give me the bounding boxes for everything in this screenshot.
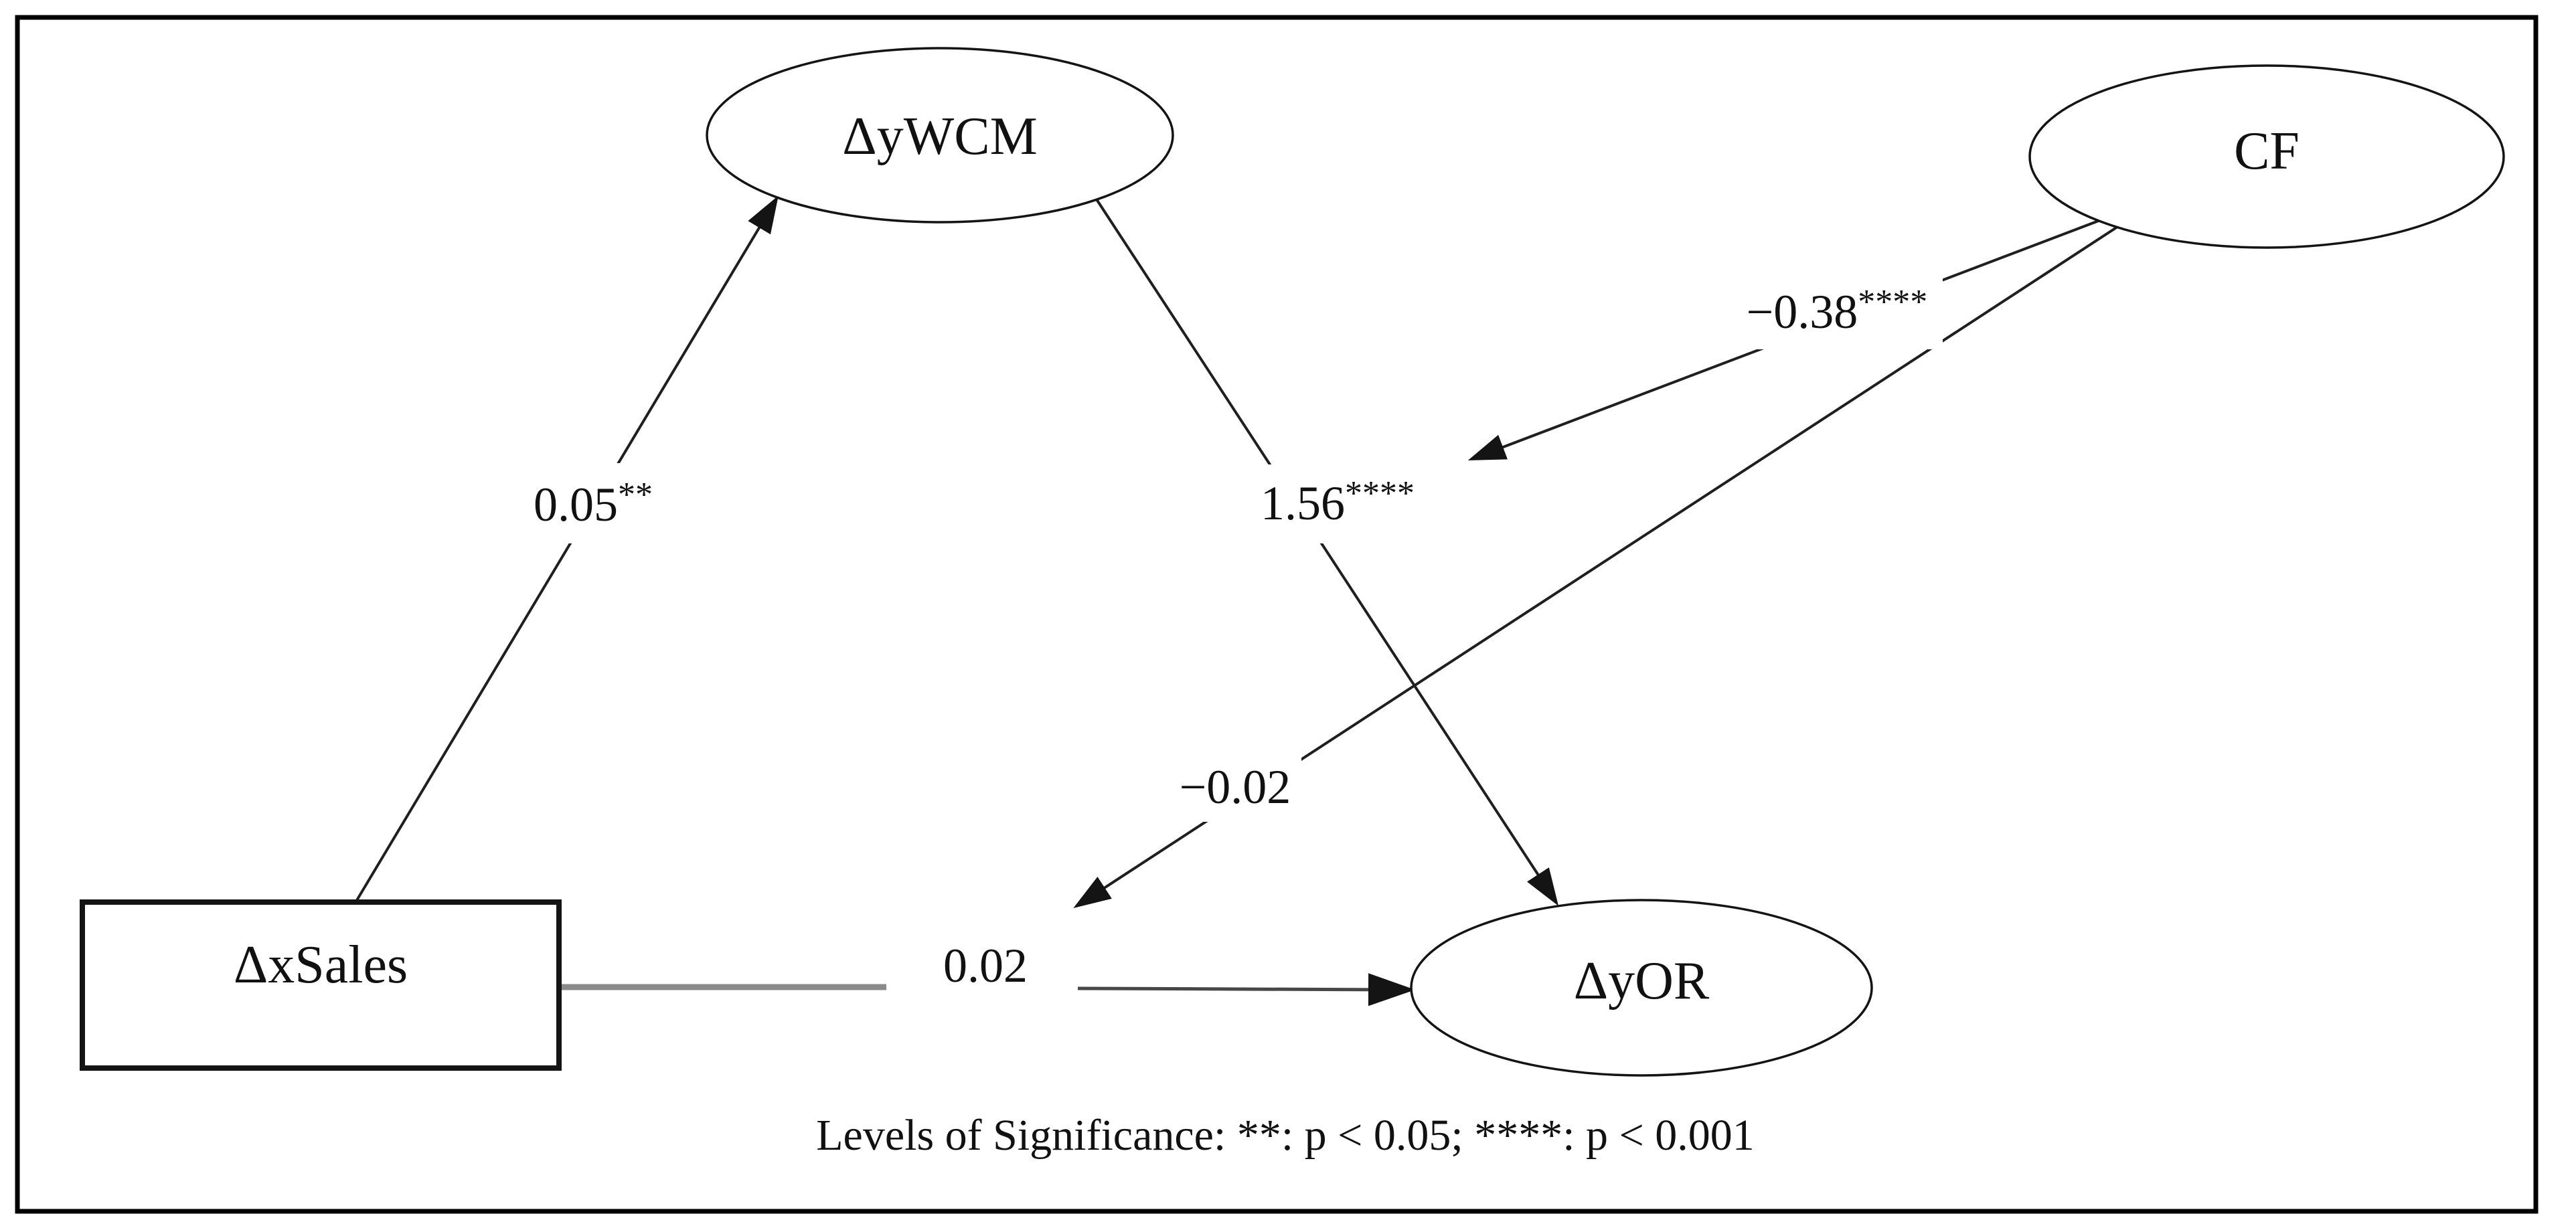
edge-label-sales-wcm: 0.05** [534, 476, 653, 531]
edge-label-bg [1242, 464, 1443, 543]
edge-label-bg [1735, 270, 1943, 349]
edge-label-bg [515, 463, 676, 543]
node-label-cf: CF [2234, 122, 2300, 181]
edge-sales-to-wcm [337, 195, 779, 933]
figure-border [15, 15, 2539, 1214]
edge-significance-stars: ** [618, 476, 653, 514]
edge-value: −0.38 [1747, 285, 1858, 339]
node-label-dyor: ΔyOR [1574, 952, 1710, 1011]
node-cf [2028, 64, 2505, 249]
edge-value: 0.02 [943, 939, 1028, 992]
edge-significance-stars: **** [1858, 283, 1927, 321]
node-dxsales [80, 899, 562, 1071]
node-label-dywcm: ΔyWCM [842, 107, 1037, 166]
significance-note: Levels of Significance: **: p < 0.05; **… [816, 1111, 1755, 1160]
edge-value: 1.56 [1261, 476, 1345, 530]
node-label-dxsales: ΔxSales [234, 936, 408, 994]
edge-label-cf-sales-or: −0.02 [1180, 760, 1291, 814]
edge-value: 0.05 [534, 478, 618, 531]
edge-significance-stars: **** [1345, 474, 1415, 513]
node-dyor [1410, 899, 1873, 1077]
node-dywcm [706, 47, 1174, 224]
edge-label-wcm-or: 1.56**** [1261, 474, 1415, 530]
edge-label-bg [1170, 748, 1301, 822]
edge-value: −0.02 [1180, 760, 1291, 814]
edge-sales-to-or-right-segment [1077, 973, 1415, 1007]
edge-label-cf-wcm-or: −0.38**** [1747, 283, 1928, 339]
edge-label-sales-or: 0.02 [943, 939, 1028, 992]
